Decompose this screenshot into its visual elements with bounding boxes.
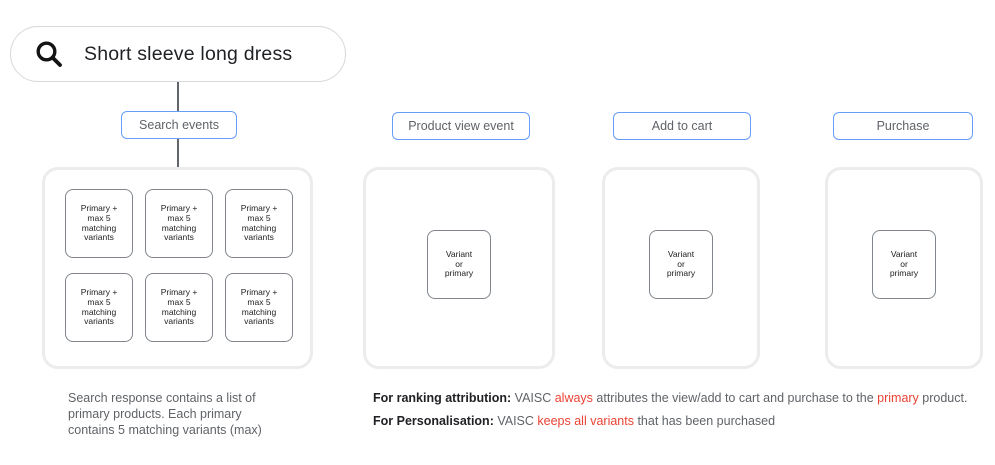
label-search-events: Search events — [121, 111, 237, 139]
search-bar[interactable]: Short sleeve long dress — [10, 26, 346, 82]
search-events-panel: Primary + max 5 matching variants Primar… — [42, 167, 313, 369]
purchase-panel: Variant or primary — [825, 167, 983, 369]
label-add-to-cart: Add to cart — [613, 112, 751, 140]
add-to-cart-panel: Variant or primary — [602, 167, 760, 369]
label-purchase: Purchase — [833, 112, 973, 140]
search-result-box: Primary + max 5 matching variants — [65, 273, 133, 342]
personalisation-note-text: VAISC — [493, 414, 538, 428]
search-result-box: Primary + max 5 matching variants — [145, 189, 213, 258]
product-view-panel: Variant or primary — [363, 167, 555, 369]
personalisation-red-variants: keeps all variants — [537, 414, 634, 428]
search-result-box: Primary + max 5 matching variants — [225, 189, 293, 258]
ranking-red-primary: primary — [877, 391, 919, 405]
ranking-note-text: product. — [918, 391, 968, 405]
search-result-box: Primary + max 5 matching variants — [225, 273, 293, 342]
personalisation-note-text: that has been purchased — [633, 414, 776, 428]
search-result-box: Primary + max 5 matching variants — [65, 189, 133, 258]
ranking-note-text: VAISC — [511, 391, 555, 405]
variant-box: Variant or primary — [427, 230, 491, 299]
ranking-attribution-note: For ranking attribution: VAISC always at… — [373, 391, 967, 405]
variant-box: Variant or primary — [649, 230, 713, 299]
search-result-box: Primary + max 5 matching variants — [145, 273, 213, 342]
search-icon — [36, 41, 62, 67]
ranking-note-heading: For ranking attribution: — [373, 391, 512, 405]
personalisation-note-heading: For Personalisation: — [373, 414, 494, 428]
search-query-text: Short sleeve long dress — [84, 42, 293, 65]
search-response-note: Search response contains a list of prima… — [68, 391, 262, 437]
personalisation-note: For Personalisation: VAISC keeps all var… — [373, 414, 775, 428]
label-product-view-event: Product view event — [392, 112, 530, 140]
search-results-grid: Primary + max 5 matching variants Primar… — [65, 189, 293, 342]
ranking-note-text: attributes the view/add to cart and purc… — [592, 391, 878, 405]
variant-box: Variant or primary — [872, 230, 936, 299]
ranking-red-always: always — [554, 391, 593, 405]
